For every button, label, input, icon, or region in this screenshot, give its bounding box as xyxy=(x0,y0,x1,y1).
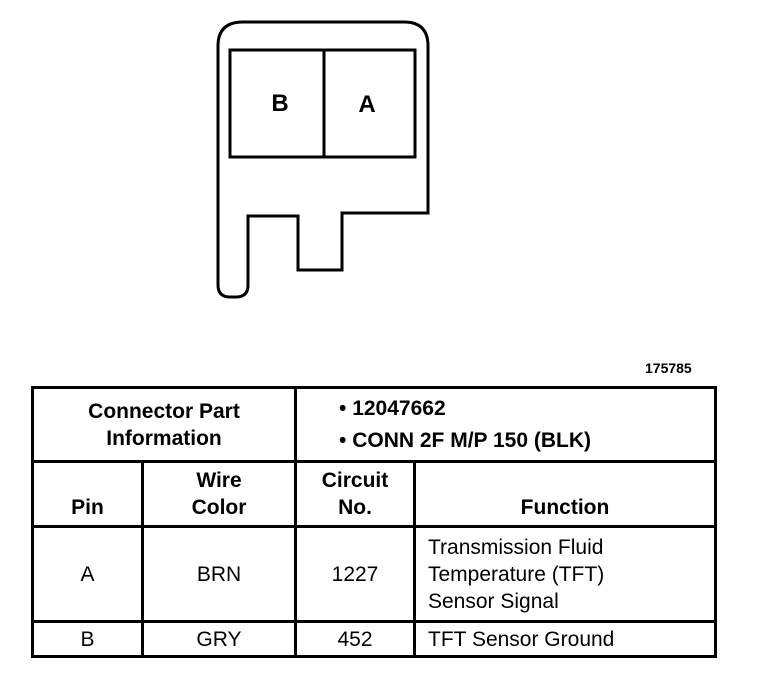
pin-value: B xyxy=(80,627,95,651)
part-info-label-cell: Connector Part Information xyxy=(31,386,297,463)
part-info-label-line1: Connector Part xyxy=(88,399,240,423)
part-number: • 12047662 xyxy=(339,396,446,420)
wire-color-value: BRN xyxy=(196,562,242,586)
connector-description-value: CONN 2F M/P 150 (BLK) xyxy=(352,428,592,452)
part-info-row: Connector Part Information • 12047662 • … xyxy=(31,386,718,463)
function-line: Sensor Signal xyxy=(428,589,559,613)
header-function: Function xyxy=(412,460,718,528)
header-circuit-line2: No. xyxy=(338,496,372,519)
part-info-label-line2: Information xyxy=(106,426,222,450)
cavity-label-b: B xyxy=(271,90,288,117)
circuit-value: 452 xyxy=(337,627,373,651)
cell-wire-color: GRY xyxy=(141,620,297,658)
circuit-value: 1227 xyxy=(331,562,379,586)
header-pin: Pin xyxy=(31,460,144,528)
figure-number: 175785 xyxy=(645,360,692,376)
cell-circuit: 1227 xyxy=(294,525,416,623)
cell-pin: A xyxy=(31,525,144,623)
header-row: Pin Wire Color Circuit No. Function xyxy=(31,460,718,528)
header-pin-text: Pin xyxy=(71,496,104,519)
connector-outline xyxy=(216,20,430,299)
header-circuit: Circuit No. xyxy=(294,460,416,528)
cell-wire-color: BRN xyxy=(141,525,297,623)
header-wire-color: Wire Color xyxy=(141,460,297,528)
header-circuit-line1: Circuit xyxy=(321,469,389,492)
header-function-text: Function xyxy=(520,496,610,519)
part-info-values-cell: • 12047662 • CONN 2F M/P 150 (BLK) xyxy=(293,386,718,463)
table-row: B GRY 452 TFT Sensor Ground xyxy=(31,620,718,658)
connector-info-table: Connector Part Information • 12047662 • … xyxy=(31,386,718,658)
cell-circuit: 452 xyxy=(294,620,416,658)
header-wire-color-line2: Color xyxy=(191,496,247,519)
function-line: TFT Sensor Ground xyxy=(428,627,615,651)
cell-function: TFT Sensor Ground xyxy=(412,620,718,658)
connector-diagram: B A xyxy=(216,20,430,299)
table-row: A BRN 1227 Transmission Fluid Temperatur… xyxy=(31,525,718,623)
function-line: Transmission Fluid xyxy=(428,535,604,559)
connector-description: • CONN 2F M/P 150 (BLK) xyxy=(339,428,592,452)
cell-pin: B xyxy=(31,620,144,658)
wire-color-value: GRY xyxy=(196,627,242,651)
part-number-value: 12047662 xyxy=(352,396,446,420)
pin-value: A xyxy=(80,562,95,586)
function-line: Temperature (TFT) xyxy=(428,562,605,586)
header-wire-color-line1: Wire xyxy=(196,469,242,492)
cell-function: Transmission Fluid Temperature (TFT) Sen… xyxy=(412,525,718,623)
cavity-label-a: A xyxy=(358,91,375,118)
